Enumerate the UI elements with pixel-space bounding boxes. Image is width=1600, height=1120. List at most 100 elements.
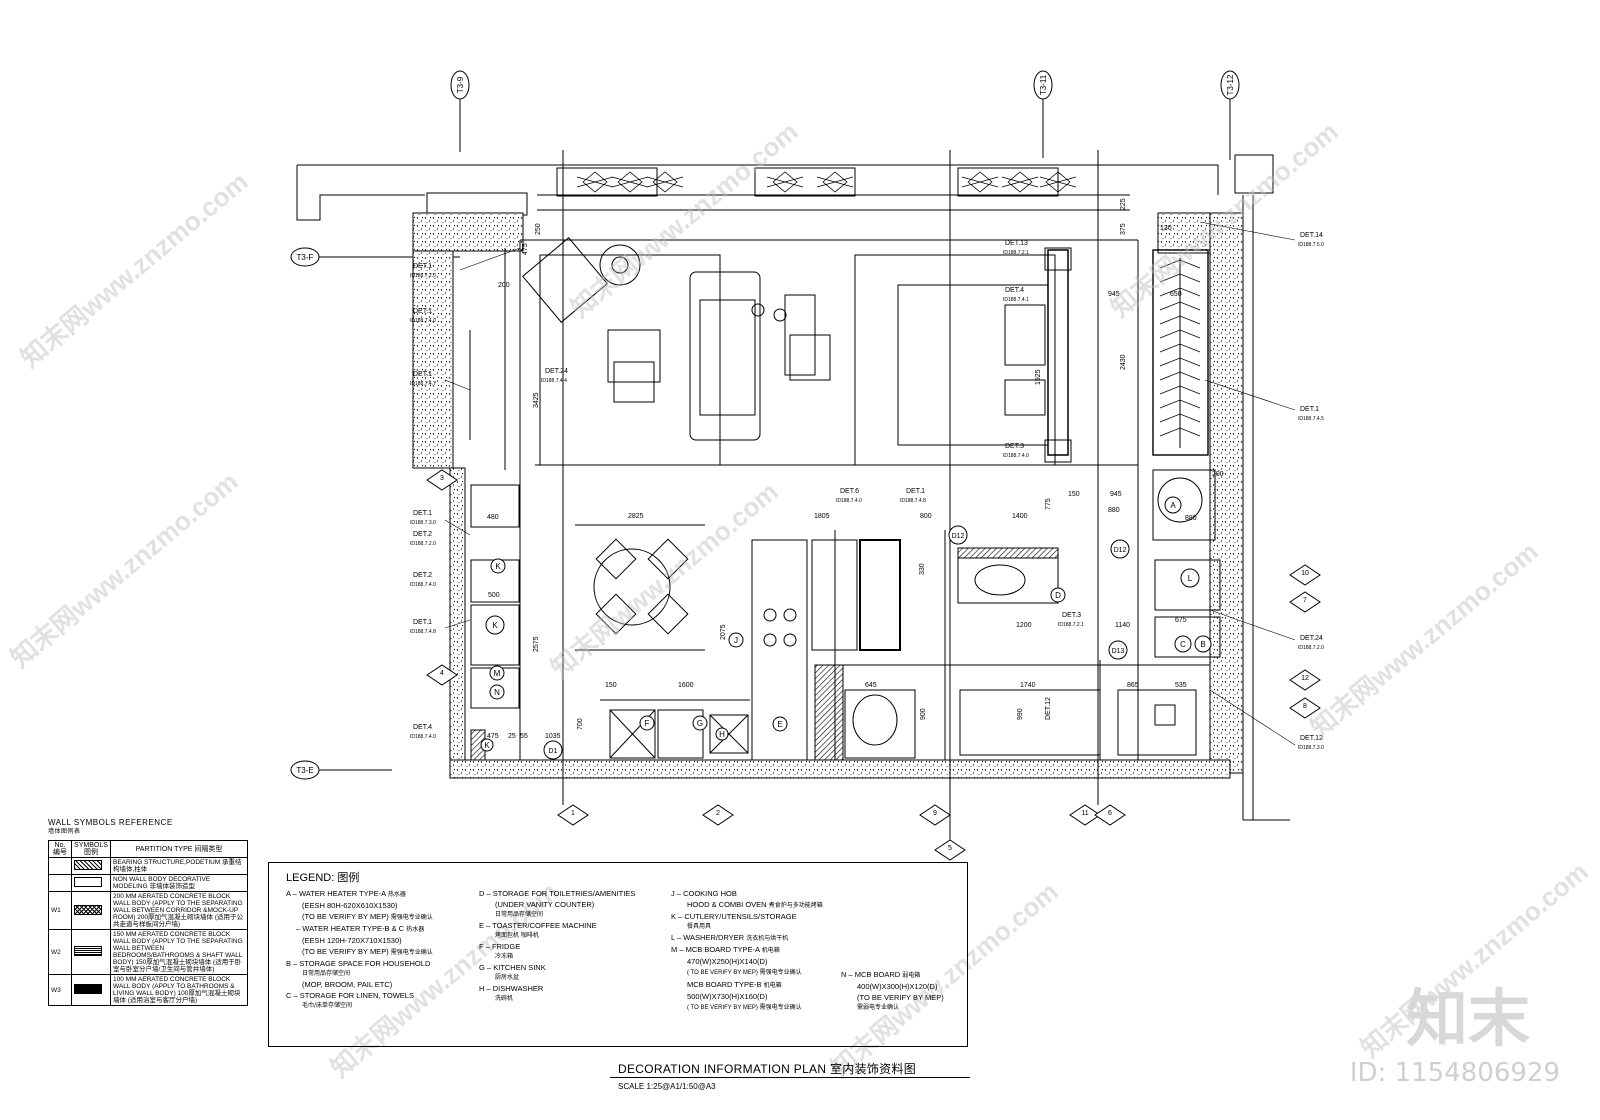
equip-tag: E [772, 716, 788, 732]
section-marker: 8 [1289, 697, 1321, 719]
equip-tag: A [1164, 496, 1182, 514]
det-tag: DET.1 [906, 488, 925, 495]
section-marker: 10 [1289, 564, 1321, 586]
grid-bubble: T3-9 [450, 70, 470, 100]
legend-code: A [286, 889, 291, 898]
row-symbol [71, 891, 111, 930]
table-header: SYMBOLS 图例 [71, 840, 111, 858]
legend-zh: 需弱电专业确认 [857, 1004, 900, 1011]
det-tag: DET.3 [1005, 443, 1024, 450]
legend-text: WASHER/DRYER [683, 933, 745, 942]
det-tag: DET.12 [1045, 697, 1052, 720]
row-no: W2 [48, 929, 72, 975]
legend-code: C [286, 991, 292, 1000]
legend-code: J [671, 889, 675, 898]
det-tag: DET.24 [545, 368, 568, 375]
dim: 645 [865, 682, 877, 689]
legend-code: L [671, 933, 675, 942]
table-row: W1 200 MM AERATED CONCRETE BLOCK WALL BO… [48, 891, 248, 930]
dim: 1140 [1115, 622, 1130, 629]
legend-item: (TO BE VERIFY BY MEP) 需强电专业确认 [286, 912, 476, 922]
legend-zh: 煮食炉与多功能烤箱 [768, 902, 823, 909]
section-number: 10 [1301, 570, 1309, 577]
legend-item: ( TO BE VERIFY BY MEP) 需强电专业确认 [671, 968, 846, 978]
legend-zh: 弱电箱 [902, 972, 921, 979]
equip-tag: M [489, 665, 505, 681]
det-tag: DET.2 [413, 572, 432, 579]
det-tag: DET.2 [413, 531, 432, 538]
legend-zh: 烤面包机 咖啡机 [495, 932, 539, 939]
equip-tag: B [1194, 635, 1212, 653]
det-ref: ID188.7.4.8 [900, 498, 926, 504]
dim: 1400 [1012, 513, 1028, 520]
dim: 1200 [1016, 622, 1032, 629]
equip-letter: G [697, 719, 703, 728]
dim: 865 [1127, 682, 1139, 689]
det-tag: DET.4 [413, 724, 432, 731]
det-tag: DET.12 [1300, 735, 1323, 742]
legend-item: (EESH 120H-720X710X1530) [286, 936, 476, 945]
plan-title: DECORATION INFORMATION PLAN 室内装饰资料图 [618, 1060, 916, 1077]
legend-text: STORAGE FOR TOILETRIES/AMENITIES [492, 889, 636, 898]
legend-item: M – MCB BOARD TYPE-A 机电箱 [671, 945, 780, 954]
equip-tag: F [639, 715, 655, 731]
wall-table-title: WALL SYMBOLS REFERENCE 墙体图例表 [48, 818, 173, 836]
equip-tag: G [692, 715, 708, 731]
equipment-tags: A K K M N K J F G H E L C B D D1 D12 D12… [480, 496, 1212, 760]
legend-text: STORAGE SPACE FOR HOUSEHOLD [299, 959, 431, 968]
legend-text: (TO BE VERIFY BY MEP) [857, 993, 944, 1002]
dim: 990 [1017, 708, 1024, 720]
legend-text: ( TO BE VERIFY BY MEP) [687, 1005, 758, 1011]
dim: 675 [1175, 617, 1187, 624]
section-marker: 5 [934, 839, 966, 861]
grid-label: T3-F [297, 253, 314, 262]
legend-text: WATER HEATER TYPE-A [298, 889, 386, 898]
dim: 2825 [628, 513, 644, 520]
section-marker: 2 [702, 804, 734, 826]
legend-code: H [479, 984, 485, 993]
equip-tag: J [728, 632, 744, 648]
legend-column-1: A – WATER HEATER TYPE-A 热水器 (EESH 80H-62… [286, 889, 476, 1012]
equip-letter: D13 [1112, 648, 1125, 655]
det-ref: ID188.7.4.0 [836, 498, 862, 504]
dim: 480 [487, 514, 499, 521]
dim: 1805 [814, 513, 830, 520]
dense-hatch-symbol-icon [74, 946, 102, 956]
dim: 55 [520, 733, 528, 740]
dim: 880 [1185, 515, 1197, 522]
legend-column-2: D – STORAGE FOR TOILETRIES/AMENITIES (UN… [479, 889, 669, 1005]
dim: 250 [535, 223, 542, 235]
legend-item: J – COOKING HOB [671, 889, 737, 898]
legend-item: ( TO BE VERIFY BY MEP) 需强电专业确认 [671, 1003, 846, 1013]
section-marker: 3 [426, 469, 458, 491]
section-number: 8 [1303, 703, 1307, 710]
section-number: 5 [948, 845, 952, 852]
dim: 880 [1108, 507, 1120, 514]
equip-tag: D12 [1110, 539, 1130, 559]
legend-text: (UNDER VANITY COUNTER) [495, 900, 595, 909]
dim: 200 [498, 282, 510, 289]
section-marker: 4 [426, 664, 458, 686]
legend-text: MCB BOARD TYPE-B [687, 980, 762, 989]
det-ref: ID188.7.3.0 [1298, 745, 1324, 751]
dim: 150 [605, 682, 617, 689]
legend-item: (UNDER VANITY COUNTER)日常用品存储空间 [479, 900, 669, 919]
equip-letter: D [1055, 591, 1061, 600]
legend-zh: 毛巾/床单存储空间 [302, 1002, 353, 1009]
section-marker: 1 [557, 804, 589, 826]
legend-column-4: N – MCB BOARD 弱电箱 400(W)X300(H)X120(D) (… [841, 970, 966, 1014]
grid-label: T3-12 [1226, 74, 1235, 95]
legend-zh: 餐具用具 [687, 923, 712, 930]
equip-tag: D12 [948, 525, 968, 545]
row-symbol [71, 974, 111, 1006]
dim: 25 [508, 733, 516, 740]
table-row: W3 100 MM AERATED CONCRETE BLOCK WALL BO… [48, 974, 248, 1006]
title-underline [610, 1077, 970, 1078]
legend-text: WATER HEATER TYPE-B & C [302, 924, 405, 933]
legend-box: LEGEND: 图例 A – WATER HEATER TYPE-A 热水器 (… [268, 862, 968, 1047]
section-marker: 12 [1289, 669, 1321, 691]
dim: 1740 [1020, 682, 1036, 689]
det-tag: DET.1 [413, 308, 432, 315]
legend-text: MCB BOARD TYPE-A [685, 945, 760, 954]
